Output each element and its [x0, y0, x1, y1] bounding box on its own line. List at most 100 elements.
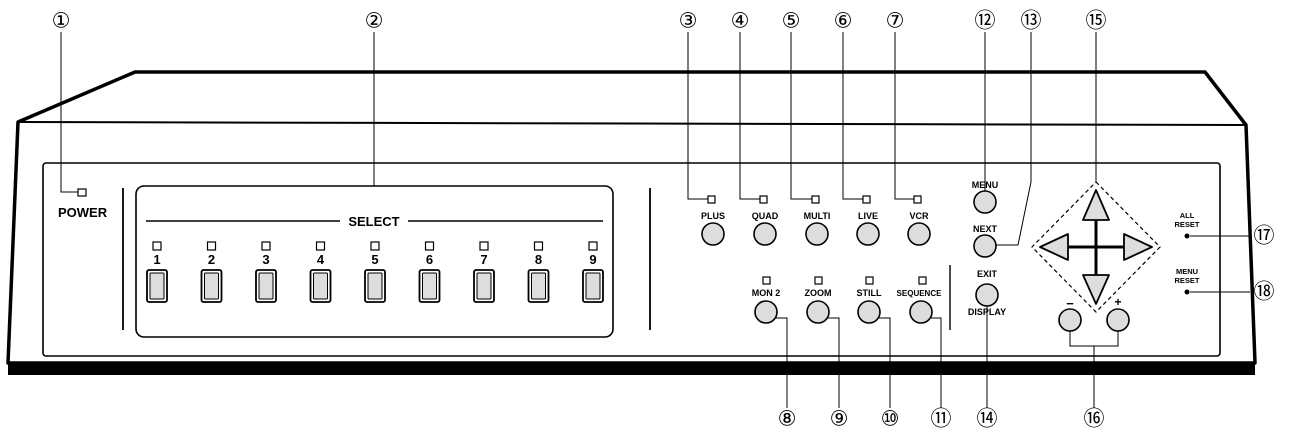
vcr-button[interactable]	[907, 222, 931, 246]
callout-6: ⑥	[834, 10, 853, 33]
vcr-led	[913, 195, 922, 204]
select-6-label: 6	[426, 252, 433, 267]
callout-13: ⑬	[1021, 10, 1042, 33]
select-6-button-face[interactable]	[422, 272, 437, 300]
callout-16: ⑯	[1084, 408, 1105, 431]
all-label: ALL	[1180, 211, 1195, 220]
all-reset-button[interactable]	[1184, 233, 1190, 239]
select-2-label: 2	[208, 252, 215, 267]
callout-12: ⑫	[975, 10, 996, 33]
mode-buttons: PLUS QUAD MULTI LIVE VCR	[701, 195, 931, 246]
select-label: SELECT	[348, 214, 399, 229]
zoom-label: ZOOM	[805, 288, 832, 298]
plus-label: PLUS	[701, 211, 725, 221]
select-4-button-face[interactable]	[313, 272, 328, 300]
select-5-label: 5	[371, 252, 378, 267]
menu-reset-label-top: MENU	[1176, 267, 1198, 276]
direction-pad	[1031, 181, 1161, 313]
zoom-led	[814, 276, 823, 285]
still-label: STILL	[857, 288, 882, 298]
callout-11: ⑪	[931, 408, 952, 431]
mon2-label: MON 2	[752, 288, 781, 298]
sequence-button[interactable]	[909, 300, 933, 324]
left-arrow-button[interactable]	[1039, 233, 1069, 261]
select-8-led	[533, 241, 544, 251]
plus-led	[707, 195, 716, 204]
reset-controls: ALL RESET MENU RESET	[1174, 211, 1200, 295]
callout-8: ⑧	[778, 408, 797, 431]
zoom-button[interactable]	[806, 300, 830, 324]
callout-4: ④	[731, 10, 750, 33]
menu-button[interactable]	[973, 190, 997, 214]
quad-button[interactable]	[753, 222, 777, 246]
leader-lines	[60, 32, 1250, 408]
select-5-led	[370, 241, 380, 251]
select-3-label: 3	[262, 252, 269, 267]
callout-2: ②	[365, 10, 384, 33]
exit-display-button[interactable]	[975, 283, 999, 307]
sequence-label: SEQUENCE	[897, 289, 943, 298]
function-buttons: MON 2 ZOOM STILL SEQUENCE	[752, 276, 943, 324]
power-led	[77, 188, 87, 197]
multi-led	[811, 195, 820, 204]
select-8-label: 8	[535, 252, 542, 267]
callout-9: ⑨	[830, 408, 849, 431]
exit-label: EXIT	[977, 269, 998, 279]
all-reset-label: RESET	[1174, 220, 1199, 229]
vcr-label: VCR	[909, 211, 929, 221]
select-5-button-face[interactable]	[367, 272, 383, 300]
menu-reset-button[interactable]	[1184, 289, 1190, 295]
still-button[interactable]	[857, 300, 881, 324]
select-panel: SELECT 1 2 3 4 5 6 7 8 9	[135, 185, 614, 338]
select-7-button-face[interactable]	[476, 272, 492, 300]
callout-10: ⑩	[881, 408, 900, 431]
quad-label: QUAD	[752, 211, 779, 221]
callout-numbers: ① ② ③ ④ ⑤ ⑥ ⑦ ⑧ ⑨ ⑩ ⑪ ⑫ ⑬ ⑭ ⑮ ⑯ ⑰ ⑱	[52, 10, 1275, 431]
select-2-led	[206, 241, 217, 251]
select-2-button-face[interactable]	[204, 272, 219, 300]
select-1-label: 1	[153, 252, 160, 267]
select-3-led	[261, 241, 271, 251]
down-arrow-button[interactable]	[1082, 274, 1110, 305]
callout-7: ⑦	[886, 10, 905, 33]
select-1-led	[152, 241, 162, 251]
live-label: LIVE	[858, 211, 878, 221]
callout-3: ③	[679, 10, 698, 33]
menu-reset-label-bottom: RESET	[1174, 276, 1199, 285]
plus-adjust-button[interactable]	[1106, 308, 1130, 332]
callout-5: ⑤	[782, 10, 801, 33]
next-label: NEXT	[973, 224, 998, 234]
power-label: POWER	[58, 205, 108, 220]
quad-led	[759, 195, 768, 204]
select-4-label: 4	[317, 252, 325, 267]
select-9-led	[588, 241, 598, 251]
multi-button[interactable]	[805, 222, 829, 246]
select-9-button-face[interactable]	[585, 272, 601, 300]
front-bezel	[42, 162, 1221, 357]
select-7-label: 7	[480, 252, 487, 267]
minus-button[interactable]	[1058, 308, 1082, 332]
select-6-led	[424, 241, 435, 251]
select-9-label: 9	[589, 252, 596, 267]
callout-14: ⑭	[977, 408, 998, 431]
select-4-led	[315, 241, 326, 251]
mon2-button[interactable]	[754, 300, 778, 324]
multi-label: MULTI	[804, 211, 831, 221]
select-1-button-face[interactable]	[149, 272, 165, 300]
live-button[interactable]	[856, 222, 880, 246]
callout-15: ⑮	[1086, 10, 1107, 33]
select-7-led	[479, 241, 489, 251]
select-8-button-face[interactable]	[531, 272, 546, 300]
live-led	[862, 195, 871, 204]
up-arrow-button[interactable]	[1082, 189, 1110, 221]
mon2-led	[762, 276, 771, 285]
sequence-led	[918, 276, 927, 285]
next-button[interactable]	[973, 234, 997, 258]
right-arrow-button[interactable]	[1123, 233, 1153, 261]
callout-1: ①	[52, 10, 71, 33]
select-3-button-face[interactable]	[258, 272, 274, 300]
plus-sign-label: +	[1114, 295, 1121, 309]
still-led	[865, 276, 874, 285]
plus-button[interactable]	[701, 222, 725, 246]
